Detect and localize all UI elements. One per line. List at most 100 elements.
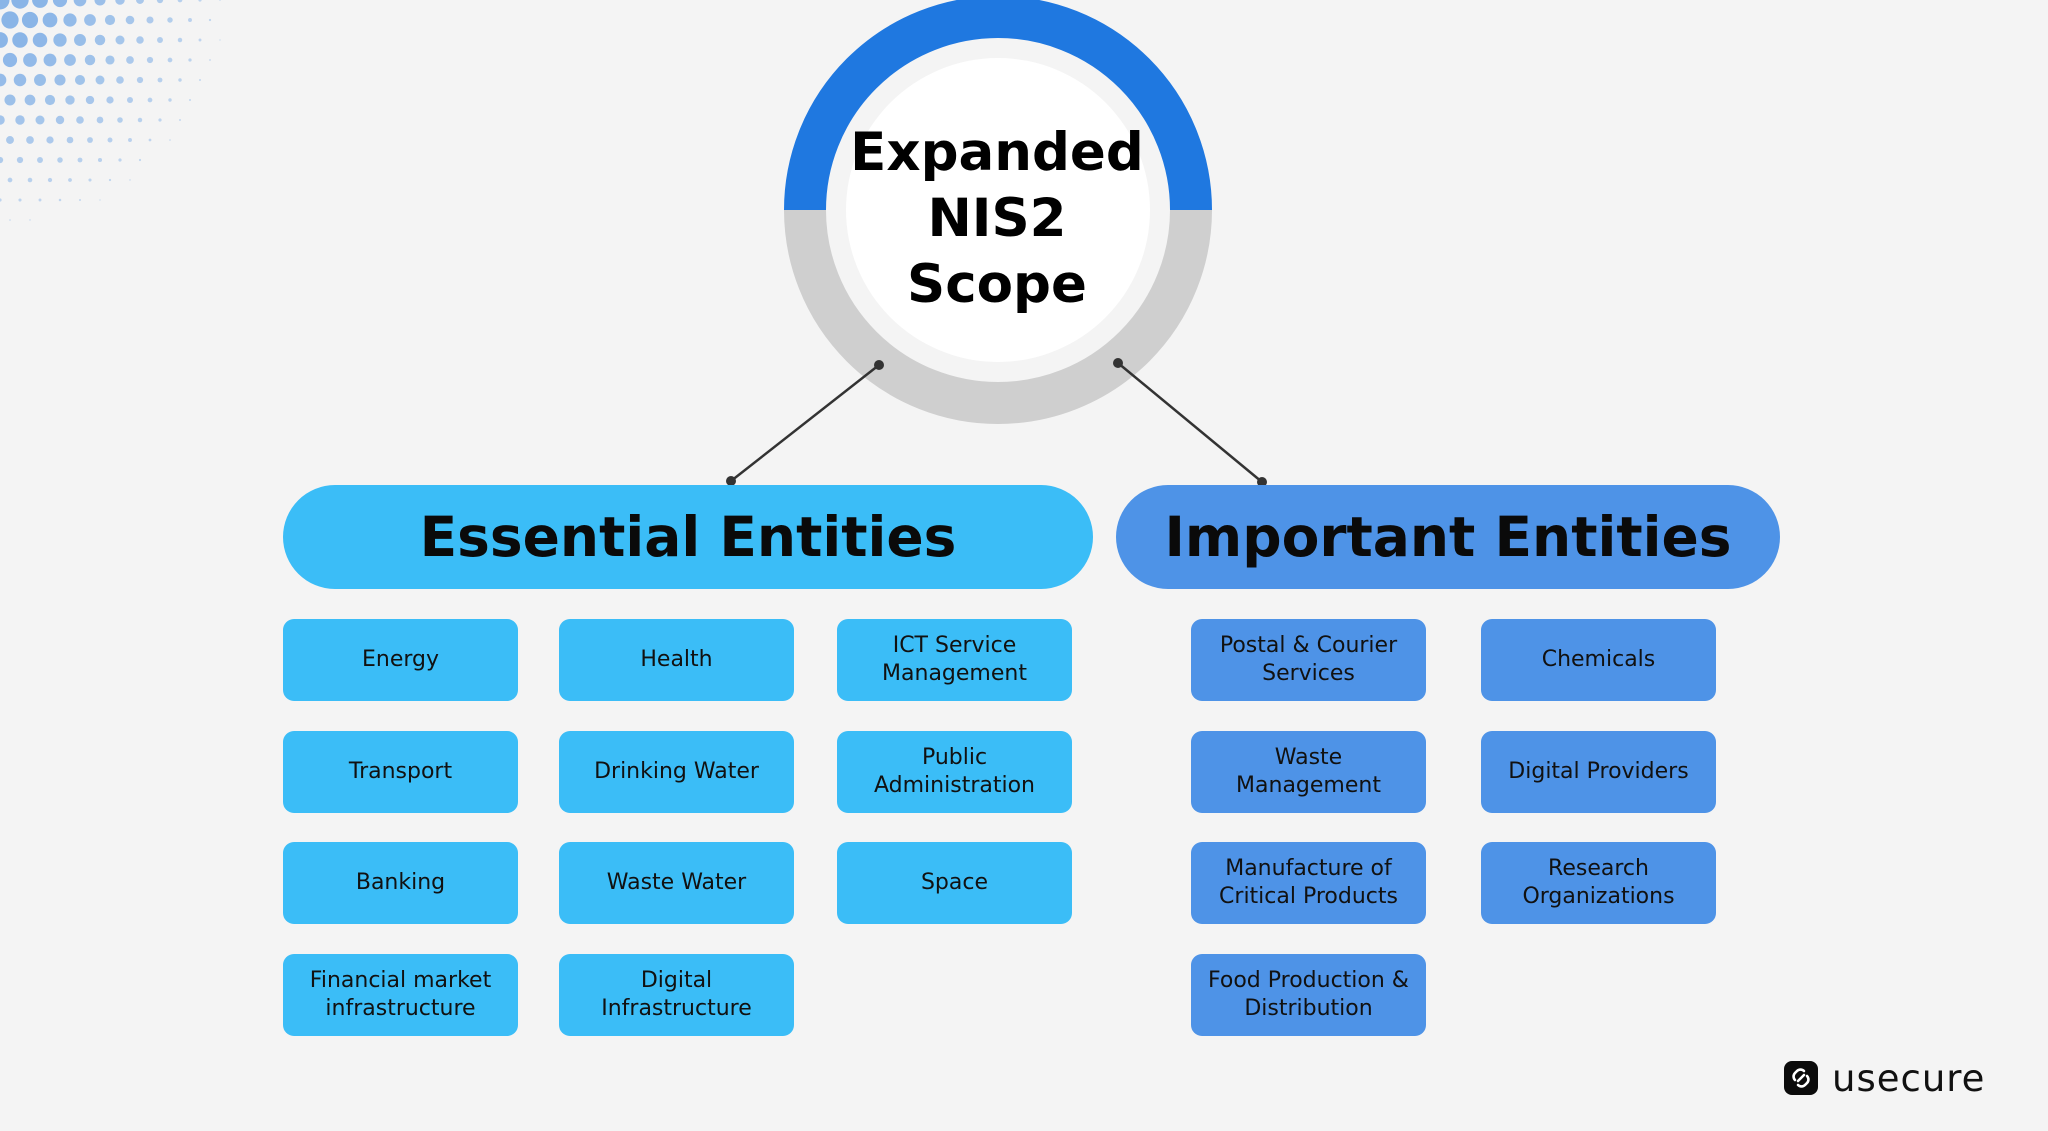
connector-dot — [874, 360, 884, 370]
halftone-dot — [188, 18, 192, 22]
halftone-dot — [16, 156, 24, 164]
halftone-dot — [65, 95, 75, 105]
halftone-dot — [44, 94, 56, 106]
important-entity-card: Digital Providers — [1481, 731, 1716, 813]
essential-entity-card: Transport — [283, 731, 518, 813]
halftone-dot — [23, 53, 37, 67]
halftone-dot — [64, 54, 76, 66]
usecure-logo-icon — [1784, 1061, 1818, 1095]
halftone-dot — [0, 115, 5, 125]
usecure-logo-text: usecure — [1832, 1056, 1986, 1100]
halftone-dot — [177, 0, 183, 3]
halftone-dot — [198, 38, 202, 42]
halftone-dot — [1, 11, 19, 29]
halftone-dot — [46, 136, 54, 144]
halftone-dot — [84, 54, 96, 66]
halftone-dot — [115, 35, 125, 45]
essential-entity-card: Space — [837, 842, 1072, 924]
halftone-dot — [0, 156, 4, 164]
halftone-dot — [47, 177, 53, 183]
halftone-dot — [57, 157, 63, 163]
halftone-dot — [138, 158, 142, 162]
halftone-dot — [168, 98, 172, 102]
important-entity-card: Waste Management — [1191, 731, 1426, 813]
halftone-dot — [66, 136, 74, 144]
essential-entity-card: Public Administration — [837, 731, 1072, 813]
essential-entity-card: Digital Infrastructure — [559, 954, 794, 1036]
halftone-dot — [167, 57, 173, 63]
halftone-dot — [107, 137, 113, 143]
halftone-dot — [188, 98, 192, 102]
halftone-dot — [18, 198, 22, 202]
halftone-dot — [106, 96, 114, 104]
halftone-dot — [27, 177, 33, 183]
halftone-dot — [148, 138, 152, 142]
halftone-dot — [158, 118, 162, 122]
halftone-dot — [0, 198, 2, 202]
halftone-dot — [6, 136, 14, 144]
halftone-dot — [108, 178, 112, 182]
halftone-dot — [95, 75, 105, 85]
halftone-dot — [35, 115, 45, 125]
halftone-dot — [0, 73, 7, 87]
halftone-dot — [0, 0, 10, 10]
connector-dot — [1257, 477, 1267, 487]
halftone-dot — [188, 58, 192, 62]
halftone-dot — [7, 177, 13, 183]
essential-entity-card: ICT Service Management — [837, 619, 1072, 701]
halftone-dot — [88, 178, 92, 182]
halftone-dot — [169, 139, 171, 141]
halftone-dot — [198, 0, 202, 2]
halftone-dot — [116, 76, 124, 84]
halftone-dot — [178, 78, 182, 82]
halftone-dot — [136, 76, 144, 84]
essential-entities-header: Essential Entities — [283, 485, 1093, 589]
ring-top-arc — [784, 0, 1212, 211]
halftone-dot — [42, 12, 58, 28]
halftone-dot — [96, 116, 104, 124]
halftone-dot — [115, 0, 125, 5]
connector-dot — [726, 476, 736, 486]
halftone-dot — [15, 115, 25, 125]
important-entity-card: Chemicals — [1481, 619, 1716, 701]
connector-dot — [1113, 358, 1123, 368]
halftone-dot — [38, 198, 42, 202]
connector-essential — [730, 364, 880, 482]
halftone-dot — [74, 74, 86, 86]
halftone-dot — [52, 0, 68, 8]
essential-entity-card: Waste Water — [559, 842, 794, 924]
halftone-dot — [97, 157, 103, 163]
halftone-dot — [157, 37, 163, 43]
essential-entity-card: Energy — [283, 619, 518, 701]
halftone-dot — [68, 178, 72, 182]
halftone-dot — [129, 179, 131, 181]
halftone-dot — [87, 137, 93, 143]
essential-entity-card: Drinking Water — [559, 731, 794, 813]
halftone-dot — [136, 0, 144, 4]
halftone-dot — [29, 219, 31, 221]
halftone-dot — [54, 74, 66, 86]
halftone-dot — [99, 199, 101, 201]
halftone-dot — [137, 117, 143, 123]
halftone-dot — [157, 77, 163, 83]
important-entity-card: Manufacture of Critical Products — [1191, 842, 1426, 924]
important-entity-card: Postal & Courier Services — [1191, 619, 1426, 701]
halftone-dot — [21, 11, 39, 29]
usecure-logo: usecure — [1784, 1056, 1985, 1100]
halftone-dot — [208, 18, 212, 22]
halftone-dot — [146, 56, 154, 64]
important-entity-card: Food Production & Distribution — [1191, 954, 1426, 1036]
halftone-dot — [94, 0, 106, 6]
ring-inner-disk — [846, 58, 1150, 362]
halftone-dot — [74, 34, 86, 46]
essential-entity-card: Financial market infrastructure — [283, 954, 518, 1036]
halftone-dot — [85, 95, 95, 105]
halftone-dot — [199, 79, 201, 81]
halftone-dot — [179, 119, 181, 121]
halftone-dot — [63, 13, 77, 27]
halftone-dot — [105, 55, 115, 65]
halftone-dot — [4, 94, 16, 106]
halftone-dot — [34, 74, 46, 86]
